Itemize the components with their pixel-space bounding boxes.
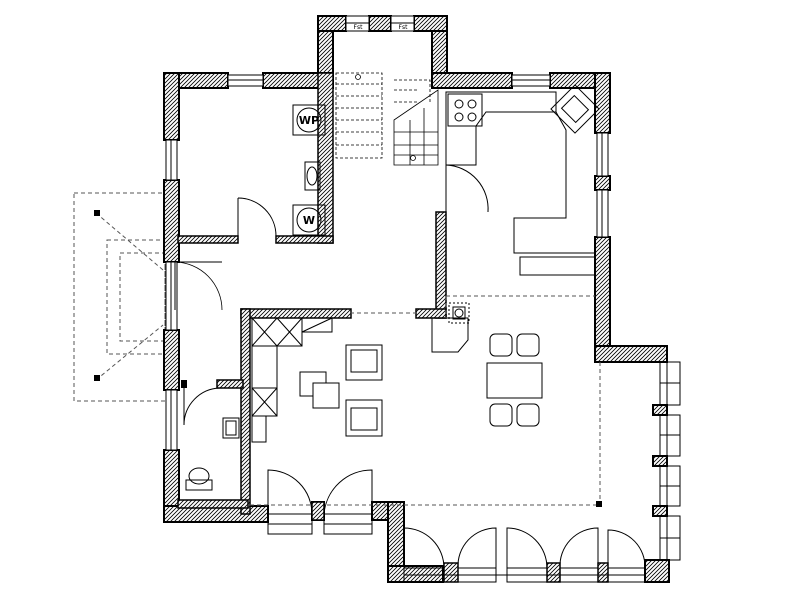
post-marker (94, 210, 100, 216)
armchair (345, 399, 383, 437)
washer-label: W (303, 214, 315, 227)
cooktop-icon (447, 93, 483, 127)
door-piers (311, 501, 609, 583)
armchair (345, 344, 383, 381)
french-doors-bottom-left (267, 469, 373, 535)
heat-pump-label: WP (299, 114, 319, 127)
entry-post (181, 380, 187, 388)
staircase (335, 72, 439, 166)
window-tag: Fst (399, 24, 409, 31)
interior-walls (177, 72, 447, 515)
post-marker (94, 375, 100, 381)
exterior-walls (163, 15, 670, 583)
post-marker (596, 501, 602, 507)
door-swings (174, 164, 489, 426)
wardrobe-cabinets (251, 317, 333, 443)
side-tables (299, 371, 340, 409)
utility-sink-icon (304, 161, 321, 191)
right-windows (659, 361, 681, 561)
stove-icon (448, 302, 470, 324)
carport-outline (73, 192, 167, 402)
toilet-icon (185, 467, 213, 491)
window-tag: Fst (354, 24, 364, 31)
dining-table (486, 362, 543, 399)
kitchen-island (431, 317, 469, 353)
heat-pump-unit (292, 104, 326, 136)
windows (165, 15, 609, 451)
washer-unit (292, 204, 326, 236)
dining-chairs (489, 333, 540, 427)
sink-icon (550, 84, 600, 134)
wc-sink-icon (222, 417, 240, 439)
dashed-outlines (250, 295, 601, 506)
